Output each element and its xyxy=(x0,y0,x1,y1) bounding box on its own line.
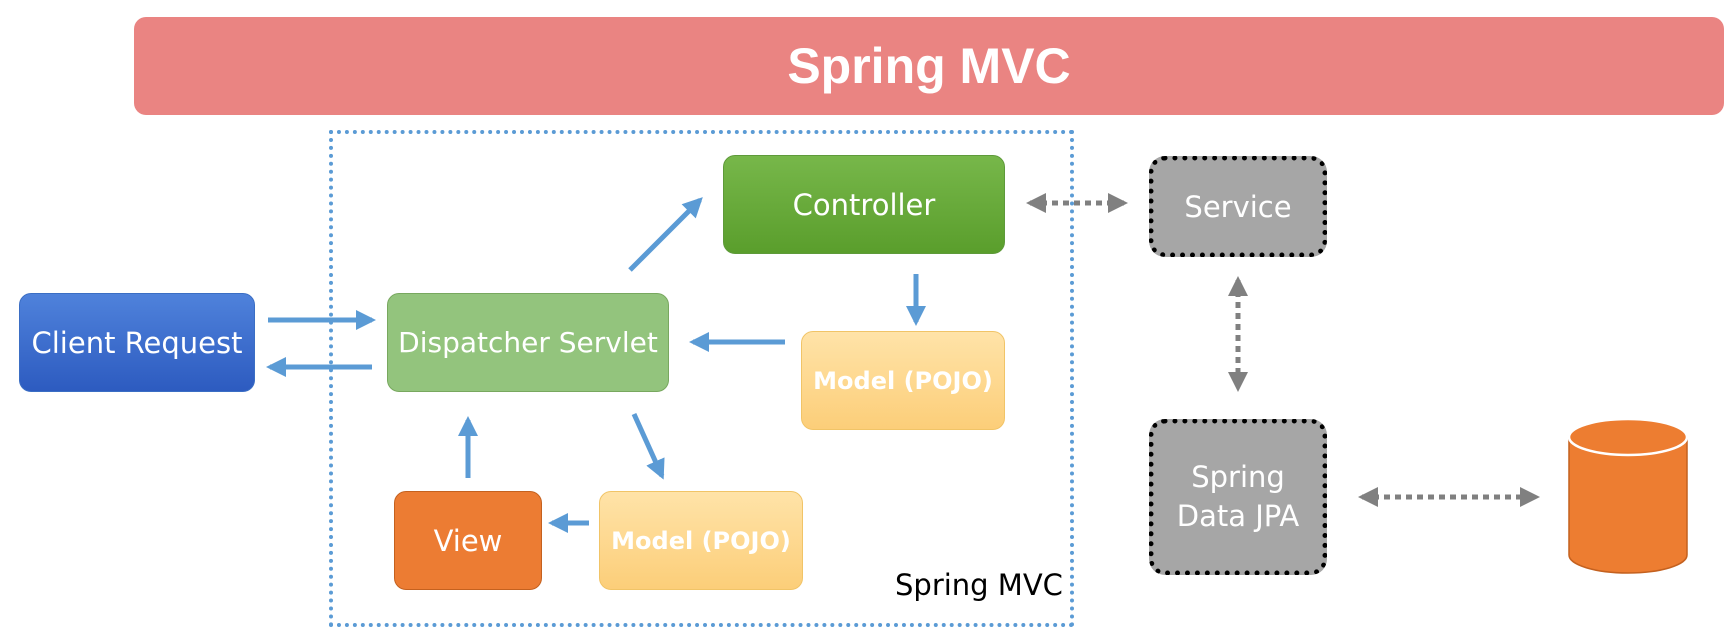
controller-node: Controller xyxy=(723,155,1005,254)
spring-data-jpa-node: Spring Data JPA xyxy=(1149,419,1327,575)
service-label: Service xyxy=(1184,189,1292,224)
jpa-label-line1: Spring xyxy=(1191,459,1285,494)
jpa-label-line2: Data JPA xyxy=(1176,499,1300,533)
spring-mvc-frame xyxy=(329,130,1074,627)
model-upper-label: Model (POJO) xyxy=(813,366,993,395)
service-node: Service xyxy=(1149,156,1327,257)
dispatcher-servlet-label: Dispatcher Servlet xyxy=(398,326,658,359)
arrow-dispatcher-to-controller xyxy=(628,197,703,272)
client-request-label: Client Request xyxy=(31,325,243,360)
client-request-node: Client Request xyxy=(19,293,255,392)
model-node-lower: Model (POJO) xyxy=(599,491,803,590)
controller-label: Controller xyxy=(792,187,936,222)
database-icon xyxy=(1567,417,1689,574)
spring-data-jpa-label: Spring Data JPA xyxy=(1177,458,1300,536)
page-title: Spring MVC xyxy=(787,38,1071,94)
view-label: View xyxy=(433,523,503,558)
view-node: View xyxy=(394,491,542,590)
page-title-banner: Spring MVC xyxy=(134,17,1724,115)
model-node-upper: Model (POJO) xyxy=(801,331,1005,430)
model-lower-label: Model (POJO) xyxy=(611,526,791,555)
dispatcher-servlet-node: Dispatcher Servlet xyxy=(387,293,669,392)
arrow-dispatcher-to-model xyxy=(631,412,665,480)
spring-mvc-frame-label: Spring MVC xyxy=(895,568,1063,602)
